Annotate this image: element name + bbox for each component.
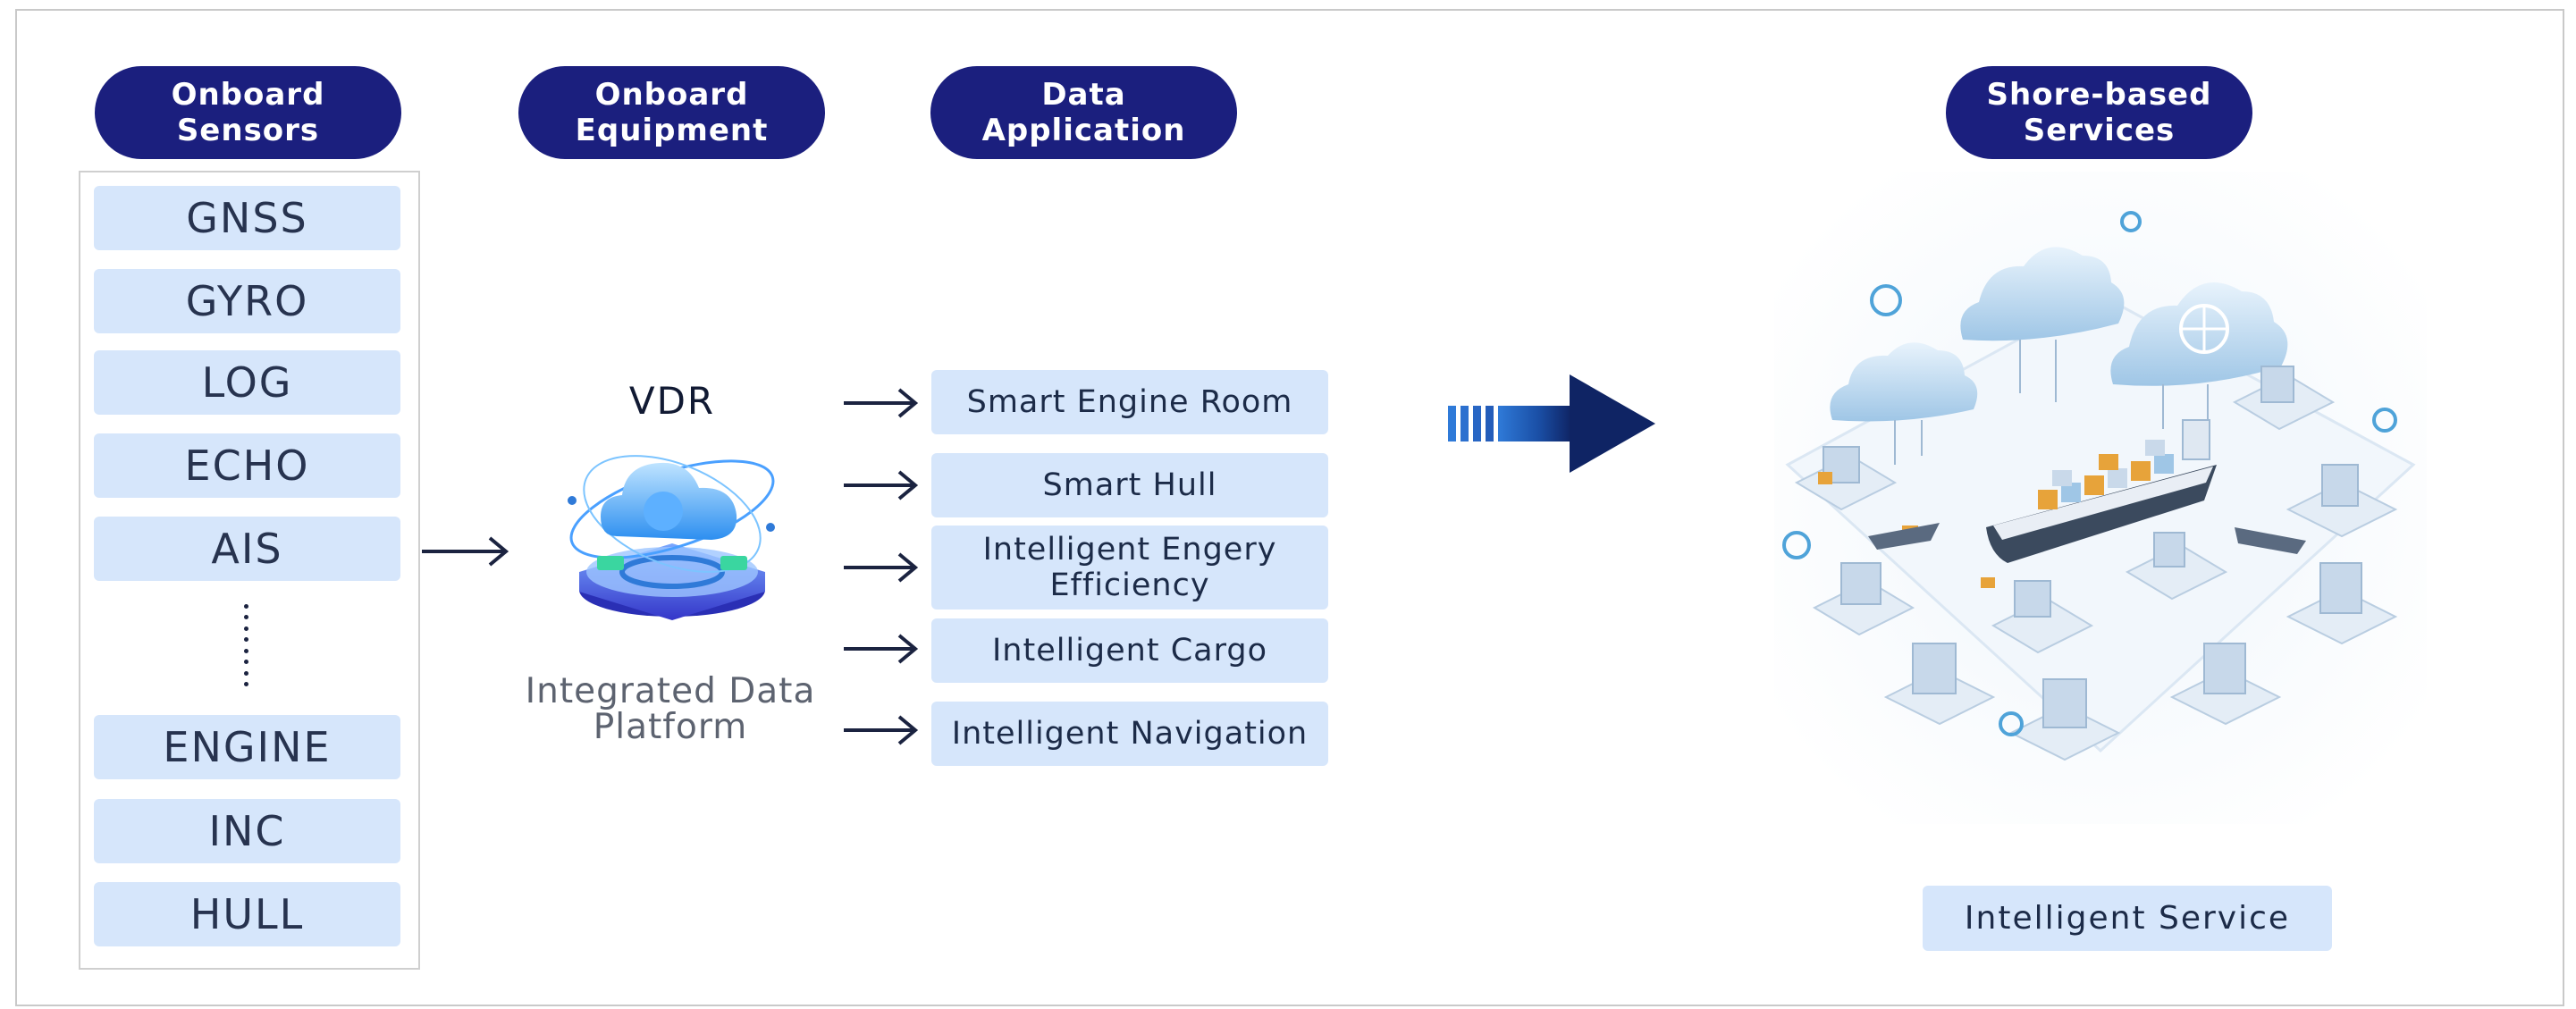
app-smart-hull: Smart Hull [931, 453, 1328, 517]
vdr-label: VDR [628, 379, 716, 423]
sensor-engine: ENGINE [94, 715, 400, 779]
vertical-ellipsis [240, 604, 251, 686]
app-intelligent-navigation: Intelligent Navigation [931, 702, 1328, 766]
sensor-inc: INC [94, 799, 400, 863]
intelligent-service-box: Intelligent Service [1923, 886, 2332, 951]
arrow-sensors-to-platform [422, 536, 509, 567]
cloud-platform-icon [568, 455, 775, 620]
big-right-arrow-icon [1448, 374, 1655, 473]
sensor-log: LOG [94, 350, 400, 415]
smart-port-illustration [1774, 172, 2427, 824]
app-intelligent-cargo: Intelligent Cargo [931, 618, 1328, 683]
arrows-platform-to-apps [844, 388, 919, 745]
app-smart-engine-room: Smart Engine Room [931, 370, 1328, 434]
header-shore-based-services: Shore-based Services [1946, 66, 2252, 159]
header-onboard-sensors: Onboard Sensors [95, 66, 401, 159]
sensor-gyro: GYRO [94, 269, 400, 333]
sensor-echo: ECHO [94, 433, 400, 498]
sensor-ais: AIS [94, 517, 400, 581]
sensor-list-container [79, 171, 420, 970]
ship-containers [2038, 440, 2174, 509]
sensor-gnss: GNSS [94, 186, 400, 250]
app-intelligent-energy-efficiency: Intelligent Engery Efficiency [931, 526, 1328, 610]
platform-label: Integrated Data Platform [525, 671, 816, 747]
sensor-hull: HULL [94, 882, 400, 946]
header-onboard-equipment: Onboard Equipment [518, 66, 825, 159]
header-data-application: Data Application [930, 66, 1237, 159]
